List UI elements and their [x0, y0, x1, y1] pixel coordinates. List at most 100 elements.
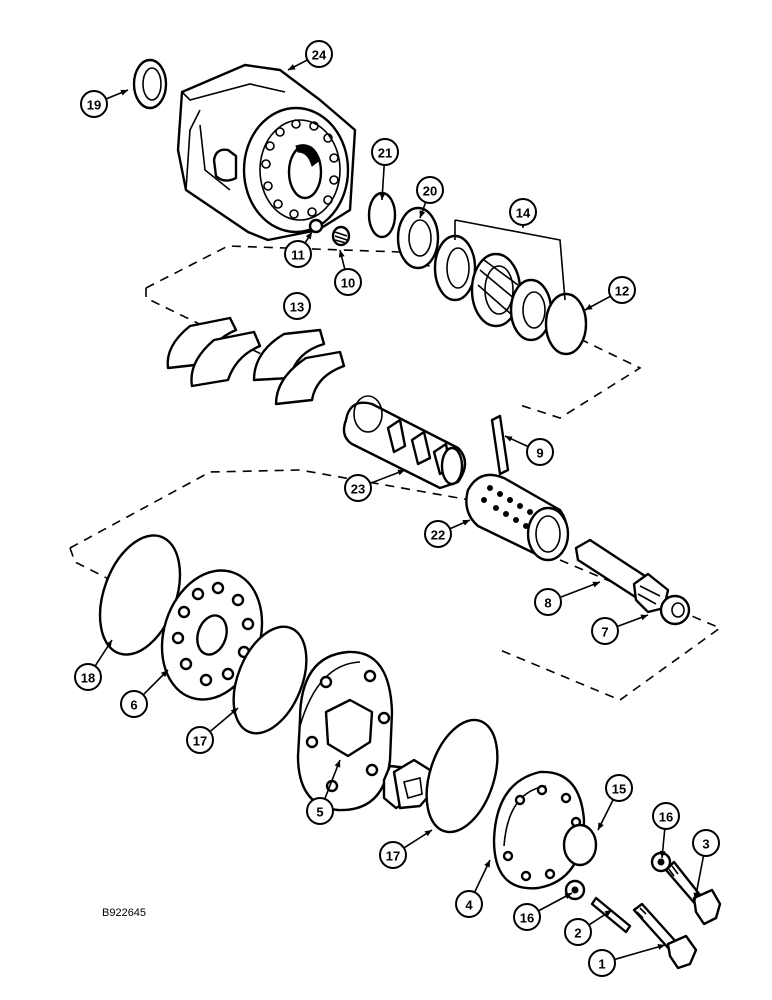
callout-number-c23: 23 — [351, 482, 365, 497]
callout-c20: 20 — [416, 176, 444, 204]
arrowhead-c16b — [564, 893, 572, 899]
o-ring-part-17-upper — [232, 625, 308, 735]
drawing-code: B922645 — [102, 907, 146, 919]
callout-circle-c12 — [608, 276, 636, 304]
callout-number-c18: 18 — [81, 671, 95, 686]
callout-circle-c16a — [652, 802, 680, 830]
callout-c4: 4 — [455, 890, 483, 918]
arrowhead-c10 — [338, 250, 345, 258]
callout-number-c10: 10 — [341, 276, 355, 291]
callout-number-c12: 12 — [615, 284, 629, 299]
ring-part-12 — [544, 292, 588, 356]
callout-circle-c21 — [371, 138, 399, 166]
arrowhead-c18 — [105, 640, 112, 648]
callout-c15: 15 — [605, 774, 633, 802]
ball-part-11 — [308, 218, 324, 234]
bracket-14 — [454, 219, 566, 301]
leader-c3 — [694, 855, 705, 901]
arrowhead-c17b — [424, 830, 432, 837]
callout-c12: 12 — [608, 276, 636, 304]
callout-circle-c2 — [564, 918, 592, 946]
callout-number-c3: 3 — [702, 837, 709, 852]
callout-c2: 2 — [564, 918, 592, 946]
callout-number-c14: 14 — [516, 206, 531, 221]
callout-circle-c11 — [284, 240, 312, 268]
callout-circle-c13 — [283, 292, 311, 320]
callout-c10: 10 — [334, 268, 362, 296]
spool-part-23 — [342, 395, 467, 490]
callout-number-c22: 22 — [431, 528, 445, 543]
arrowhead-c4 — [484, 860, 490, 868]
callout-c14: 14 — [509, 198, 537, 226]
callout-c9: 9 — [526, 438, 554, 466]
callout-c1: 1 — [588, 949, 616, 977]
pin-part-2 — [590, 896, 632, 934]
callout-circle-c20 — [416, 176, 444, 204]
callout-c17b: 17 — [379, 841, 407, 869]
bearing-set-part-14 — [433, 234, 553, 342]
arrowhead-c7 — [640, 614, 648, 621]
drive-shaft-part-8 — [574, 538, 670, 614]
arrowhead-c11 — [305, 232, 312, 240]
arrowhead-c21 — [379, 192, 386, 200]
callout-number-c4: 4 — [465, 898, 473, 913]
callout-c23: 23 — [344, 474, 372, 502]
callout-circle-c1 — [588, 949, 616, 977]
cap-part-7 — [659, 594, 691, 626]
callout-number-c16a: 16 — [659, 810, 673, 825]
callout-number-c5: 5 — [316, 805, 323, 820]
arrowhead-c2 — [604, 910, 612, 917]
callout-c16b: 16 — [513, 903, 541, 931]
callout-c11: 11 — [284, 240, 312, 268]
callout-c8: 8 — [534, 588, 562, 616]
callout-number-c13: 13 — [290, 300, 304, 315]
callout-circle-c19 — [80, 90, 108, 118]
pin-part-9 — [490, 414, 510, 476]
callout-c19: 19 — [80, 90, 108, 118]
housing-part-24 — [176, 63, 357, 242]
callout-c17a: 17 — [186, 726, 214, 754]
callout-circle-c6 — [120, 690, 148, 718]
callout-number-c7: 7 — [601, 625, 608, 640]
callout-circle-c18 — [74, 663, 102, 691]
leader-lines — [94, 59, 705, 961]
seal-part-20 — [396, 206, 440, 270]
callout-number-c17a: 17 — [193, 734, 207, 749]
callout-number-c2: 2 — [574, 926, 581, 941]
callout-number-c24: 24 — [312, 48, 327, 63]
callout-circle-c23 — [344, 474, 372, 502]
callout-number-c19: 19 — [87, 98, 101, 113]
disc-part-15 — [562, 823, 598, 867]
callout-circle-c17b — [379, 841, 407, 869]
callout-number-c6: 6 — [130, 698, 137, 713]
gerotor-set-part-5 — [296, 650, 434, 812]
arrowhead-c16a — [659, 850, 666, 858]
callout-number-c15: 15 — [612, 782, 626, 797]
arrowhead-c9 — [505, 436, 513, 442]
callout-c7: 7 — [591, 617, 619, 645]
callout-circle-c14 — [509, 198, 537, 226]
callout-labels: 2419212014111012139232287186175171516341… — [74, 40, 720, 977]
arrowhead-c1 — [657, 944, 665, 950]
callout-number-c17b: 17 — [386, 849, 400, 864]
sleeve-part-22 — [465, 473, 570, 562]
callout-circle-c5 — [306, 797, 334, 825]
callout-number-c8: 8 — [544, 596, 551, 611]
arrowhead-c20 — [419, 210, 426, 218]
callout-c6: 6 — [120, 690, 148, 718]
callout-circle-c15 — [605, 774, 633, 802]
callout-number-c1: 1 — [598, 957, 605, 972]
bolt-part-1 — [632, 902, 698, 970]
callout-c13: 13 — [283, 292, 311, 320]
arrowhead-c15 — [598, 822, 604, 830]
callout-c18: 18 — [74, 663, 102, 691]
leader-c1 — [614, 944, 666, 961]
callout-circle-c22 — [424, 520, 452, 548]
callout-number-c16b: 16 — [520, 911, 534, 926]
arrowhead-c5 — [334, 760, 341, 768]
callout-c21: 21 — [371, 138, 399, 166]
arrowhead-c3 — [693, 892, 700, 900]
leader-c8 — [559, 581, 601, 599]
callout-c22: 22 — [424, 520, 452, 548]
o-ring-part-17-lower — [425, 718, 499, 834]
